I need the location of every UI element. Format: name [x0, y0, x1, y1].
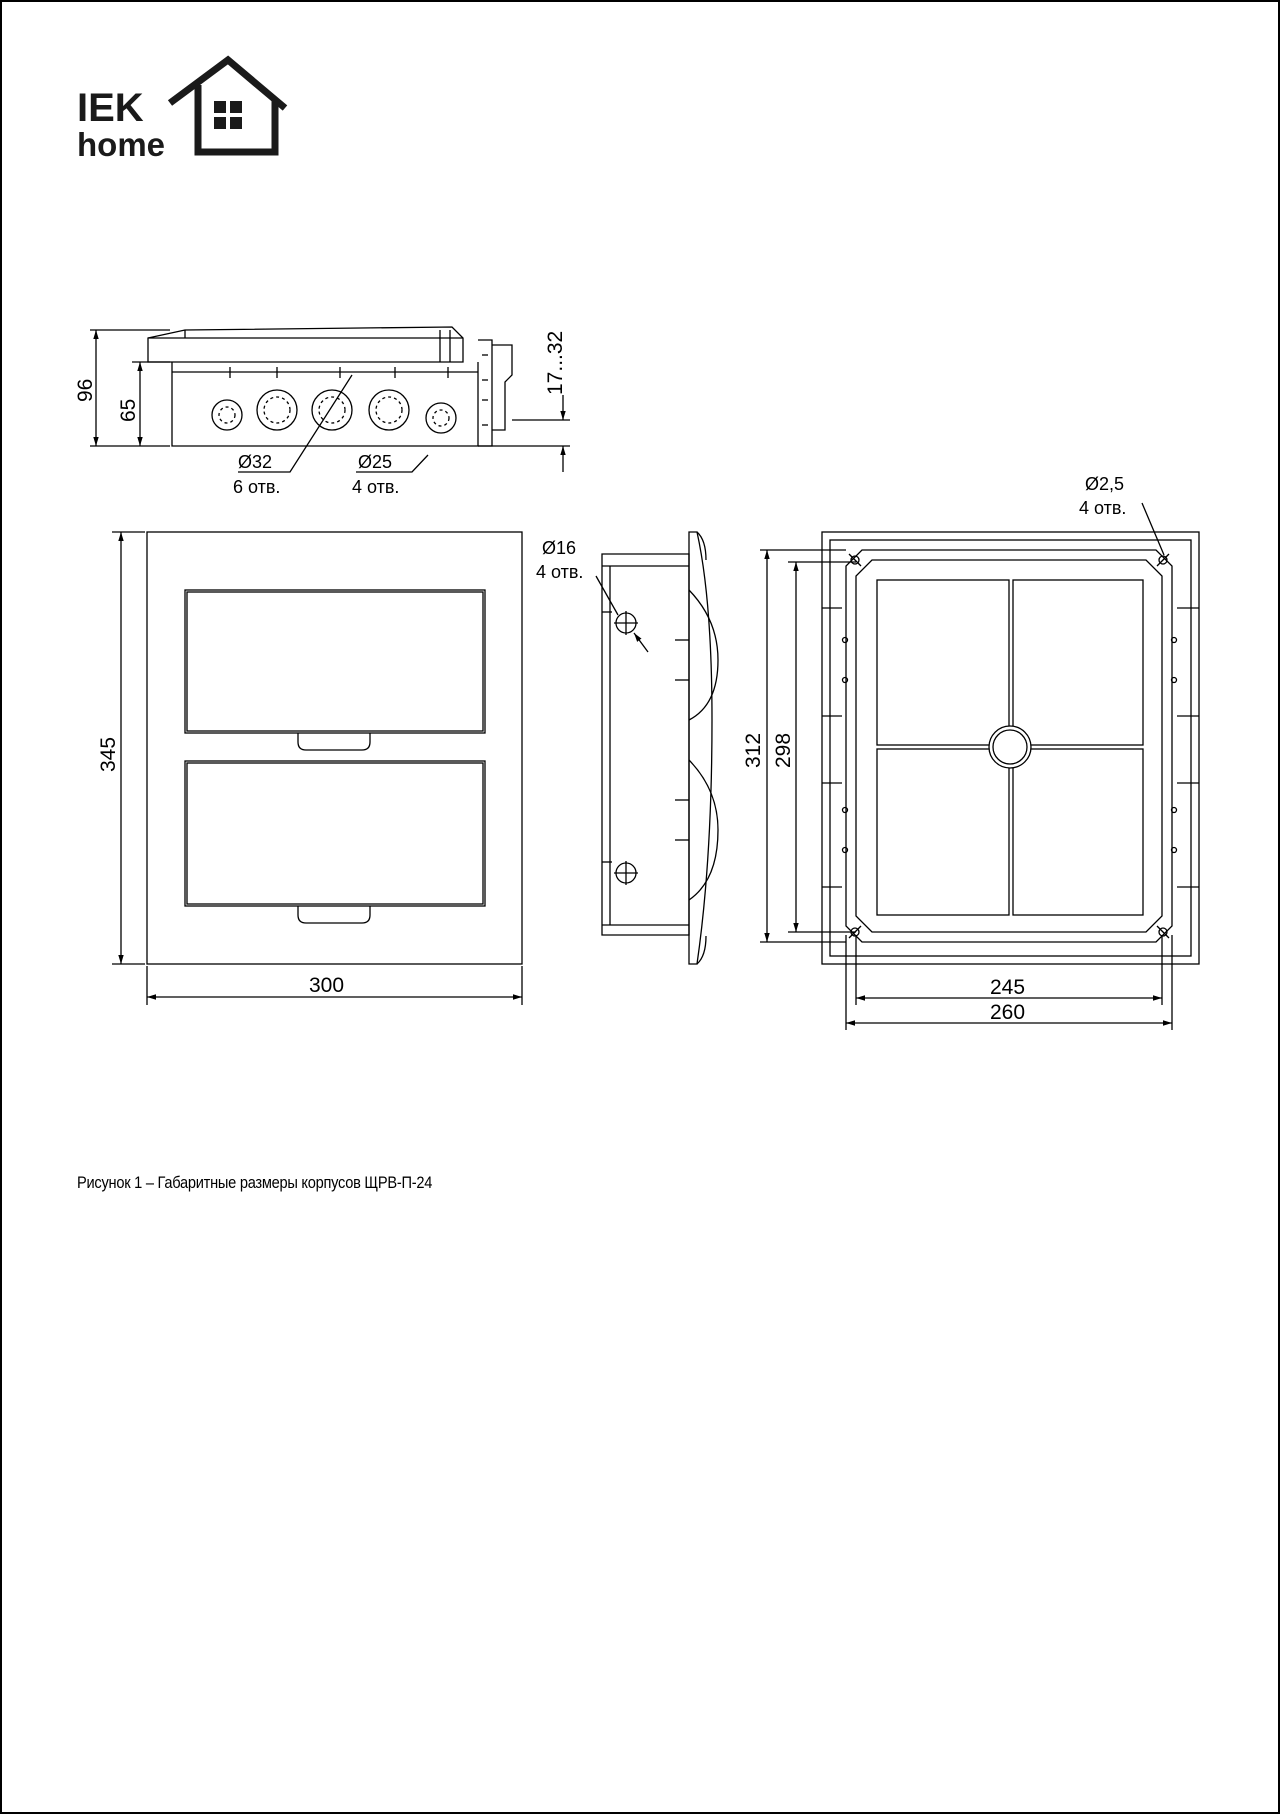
- label-profile-hole-dia: Ø16: [542, 538, 576, 558]
- label-small-hole-count: 4 отв.: [352, 477, 399, 497]
- label-mount-hole-count: 4 отв.: [1079, 498, 1126, 518]
- label-large-hole-count: 6 отв.: [233, 477, 280, 497]
- logo-brand-text: IEK: [77, 86, 144, 130]
- back-view-labels: Ø2,5 4 отв. 312 298 245 260: [742, 474, 1126, 1024]
- dim-body-height: 65: [117, 399, 140, 422]
- dim-back-outer-width: 260: [990, 1001, 1025, 1024]
- profile-view: [595, 531, 719, 965]
- figure-caption: Рисунок 1 – Габаритные размеры корпусов …: [77, 1173, 433, 1192]
- dim-back-inner-width: 245: [990, 976, 1025, 999]
- front-view: [112, 531, 523, 1005]
- knockout-holes: [211, 389, 457, 434]
- house-icon: [167, 55, 288, 156]
- dim-front-width: 300: [309, 974, 344, 997]
- dim-back-outer-height: 312: [742, 733, 765, 768]
- front-view-labels: 345 300: [97, 737, 344, 997]
- profile-view-labels: Ø16 4 отв.: [536, 538, 583, 582]
- label-profile-hole-count: 4 отв.: [536, 562, 583, 582]
- dim-depth-adjust: 17...32: [544, 331, 567, 395]
- dim-total-height: 96: [74, 379, 97, 402]
- side-view: [90, 326, 570, 473]
- side-view-labels: 96 65 17...32 Ø32 6 отв. Ø25 4 отв.: [74, 331, 567, 497]
- label-large-hole-dia: Ø32: [238, 452, 272, 472]
- dim-back-inner-height: 298: [772, 733, 795, 768]
- iek-home-logo: IEK home: [77, 55, 288, 163]
- label-small-hole-dia: Ø25: [358, 452, 392, 472]
- back-view: [760, 502, 1200, 1030]
- dim-front-height: 345: [97, 737, 120, 772]
- logo-sub-text: home: [77, 126, 165, 163]
- label-mount-hole-dia: Ø2,5: [1085, 474, 1124, 494]
